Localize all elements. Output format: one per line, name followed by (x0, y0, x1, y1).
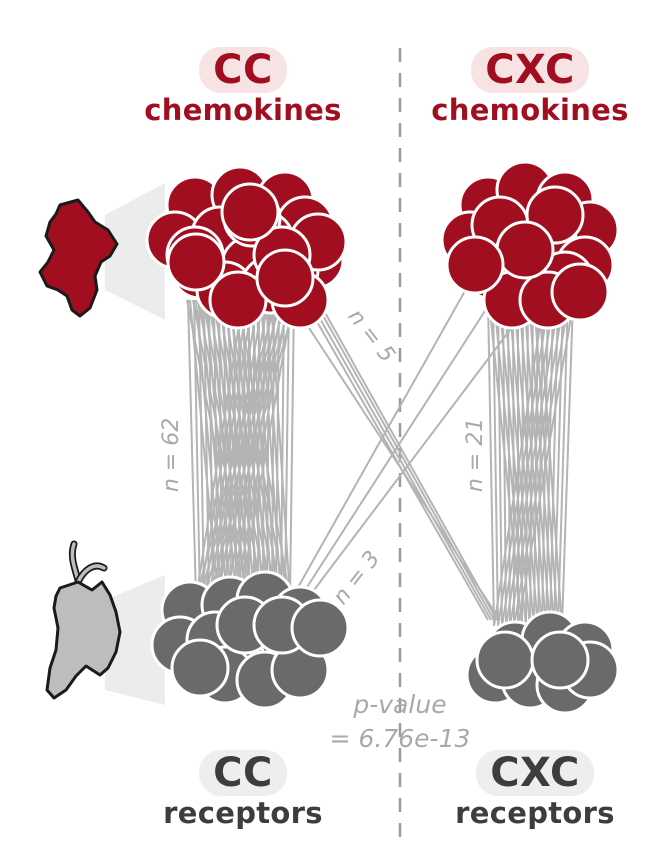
p-value-annotation: p-value = 6.76e-13 (300, 688, 500, 756)
count-cxc-to-cc: n = 3 (328, 547, 385, 610)
p-value-number: = 6.76e-13 (329, 724, 471, 753)
receptor-shadow (105, 575, 165, 705)
edge-cxc-cxc (509, 299, 565, 627)
edge-cc-cc (239, 299, 294, 599)
edge-cc-cc (289, 299, 295, 599)
cxc-receptor-node (475, 630, 535, 690)
interaction-edges (186, 281, 575, 627)
edge-cc-cc (203, 299, 287, 599)
count-cc-to-cc: n = 62 (159, 418, 184, 492)
cc-receptors-abbr: CC (199, 750, 287, 796)
cc-chemokine-node (255, 248, 315, 308)
edge-cc-cxc (317, 299, 498, 621)
edge-cxc-cxc (513, 299, 570, 627)
cxc-receptors-abbr: CXC (476, 750, 594, 796)
edge-cc-cc (187, 299, 197, 599)
edge-cc-cxc (305, 293, 492, 621)
cc-receptors-label: CC receptors (128, 750, 358, 830)
edge-cc-cc (235, 299, 289, 599)
chemokine-shadow (105, 183, 165, 320)
edge-cxc-cc (307, 305, 529, 599)
edge-cxc-cc (291, 281, 471, 599)
edge-cc-cc (212, 299, 297, 599)
edge-cxc-cxc (545, 299, 554, 627)
edge-cxc-cxc (505, 299, 560, 627)
cxc-receptors-word: receptors (455, 796, 615, 830)
cc-receptor-node (170, 638, 230, 698)
edge-cxc-cxc (493, 299, 545, 627)
edge-cxc-cxc (487, 299, 495, 627)
cc-chemokines-word: chemokines (144, 93, 342, 127)
cc-receptors-word: receptors (163, 796, 323, 830)
receptor-protein-icon (45, 540, 122, 700)
cc-chemokine-node (166, 232, 226, 292)
edge-cc-cc (199, 299, 282, 599)
cxc-chemokines-abbr: CXC (471, 47, 589, 93)
edge-cc-cc (212, 299, 264, 599)
cxc-chemokine-node (495, 220, 555, 280)
edge-cc-cc (195, 299, 244, 599)
edge-cc-cxc (295, 307, 501, 621)
cxc-chemokine-node (550, 262, 610, 322)
edge-cxc-cxc (557, 299, 569, 627)
cxc-receptor-cluster (465, 610, 620, 715)
edge-cxc-cxc (553, 299, 564, 627)
edge-cc-cc (284, 299, 290, 599)
cxc-chemokine-node (445, 235, 505, 295)
cxc-chemokines-word: chemokines (431, 93, 629, 127)
edge-cc-cc (195, 299, 277, 599)
edge-cc-cc (199, 299, 249, 599)
edge-cc-cc (221, 299, 274, 599)
cc-chemokines-abbr: CC (199, 47, 287, 93)
edge-cc-cc (226, 299, 279, 599)
cc-receptor-node (290, 598, 350, 658)
chemokine-protein-icon (38, 198, 119, 318)
count-cxc-to-cxc: n = 21 (463, 418, 488, 492)
cc-chemokine-cluster (145, 165, 348, 330)
edge-cxc-cc (299, 299, 493, 599)
edge-cxc-cxc (492, 299, 499, 627)
edge-cc-cc (208, 299, 292, 599)
edge-cc-cc (257, 299, 260, 599)
p-value-label: p-value (353, 690, 447, 719)
edge-cxc-cxc (549, 299, 559, 627)
cxc-chemokine-cluster (440, 160, 620, 330)
edge-cc-cc (193, 299, 201, 599)
edge-cxc-cxc (497, 299, 550, 627)
edge-cc-cxc (299, 291, 489, 621)
edge-cxc-cxc (517, 299, 575, 627)
cc-chemokines-label: CC chemokines (128, 47, 358, 127)
cxc-receptor-node (530, 630, 590, 690)
cxc-chemokines-label: CXC chemokines (415, 47, 645, 127)
edge-cxc-cxc (501, 299, 555, 627)
cc-receptor-cluster (150, 570, 350, 710)
cxc-receptors-label: CXC receptors (430, 750, 640, 830)
edge-cc-cc (203, 299, 254, 599)
cc-chemokine-node (220, 182, 280, 242)
edge-cc-cc (230, 299, 284, 599)
edge-cxc-cxc (561, 299, 574, 627)
